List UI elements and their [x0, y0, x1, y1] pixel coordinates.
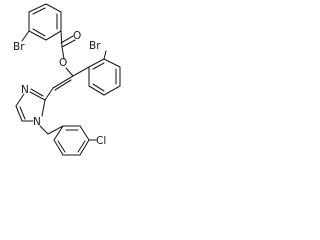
bond	[65, 67, 74, 77]
oxygen-label-ester: O	[59, 57, 67, 69]
bond	[41, 99, 46, 117]
bond	[53, 139, 64, 156]
aromatic-bond	[32, 28, 46, 37]
bond	[45, 30, 62, 41]
bond	[21, 30, 30, 42]
chemical-structure: Br O O Br N N Cl	[13, 3, 121, 156]
aromatic-bond	[92, 62, 105, 70]
bromobenzoyl-ring	[28, 3, 62, 41]
bond	[61, 46, 65, 60]
bond	[88, 58, 105, 68]
bond	[103, 50, 107, 60]
bond	[44, 87, 54, 101]
bond	[29, 91, 46, 101]
vinyl-double-bond	[52, 75, 74, 89]
bond	[103, 85, 121, 96]
bond	[45, 3, 62, 13]
aromatic-bond	[57, 140, 66, 153]
bromine-label-top: Br	[13, 41, 25, 53]
bond	[28, 30, 47, 41]
carbonyl-double-bond	[61, 39, 76, 48]
aromatic-bond	[32, 7, 46, 15]
chlorophenyl-ring	[53, 125, 90, 156]
bond	[15, 93, 25, 107]
bond	[88, 85, 105, 96]
bond	[72, 66, 90, 77]
oxygen-label-carbonyl: O	[73, 30, 81, 42]
bond	[60, 30, 63, 48]
bond	[79, 139, 90, 156]
bromine-label-right: Br	[89, 40, 101, 52]
bond	[103, 58, 121, 68]
imidazole-double-bond	[19, 106, 26, 120]
bond	[28, 3, 47, 13]
nitrogen-label-imine: N	[21, 84, 29, 96]
aromatic-bond	[92, 83, 105, 92]
bromophenyl-ring	[88, 58, 121, 96]
bond	[47, 125, 64, 135]
bond	[39, 125, 49, 135]
nitrogen-label-amine: N	[33, 116, 41, 128]
imidazole-double-bond	[30, 88, 44, 97]
carbonyl-double-bond	[60, 35, 74, 44]
bond	[79, 125, 90, 141]
bond	[15, 105, 23, 122]
aromatic-bond	[77, 140, 86, 153]
vinyl-double-bond	[54, 79, 72, 91]
chlorine-label: Cl	[96, 135, 106, 147]
imidazole-ring	[15, 87, 54, 122]
bond	[53, 125, 64, 141]
